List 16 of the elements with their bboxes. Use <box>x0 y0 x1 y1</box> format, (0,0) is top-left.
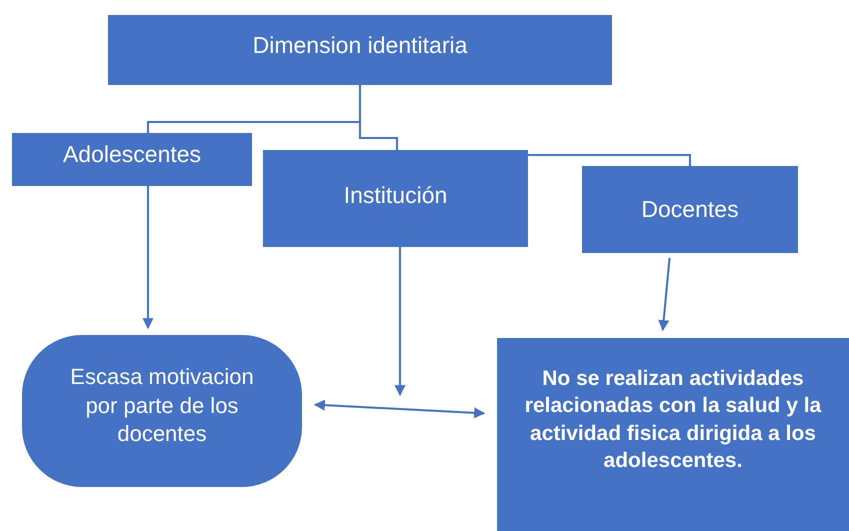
arrow <box>394 247 406 396</box>
connector-line <box>528 154 691 166</box>
process-box <box>582 166 798 253</box>
node-text: No se realizan actividades relacionadas con la salud y la actividad fisica dirigida a los adolescentes. <box>524 366 822 474</box>
arrow <box>658 258 671 332</box>
process-box <box>12 133 252 186</box>
node-text: Dimension identitaria <box>252 31 468 60</box>
node-text: Institución <box>344 180 448 210</box>
node-text: Docentes <box>641 194 739 224</box>
process-box <box>108 15 612 85</box>
process-box <box>263 150 528 247</box>
process-box <box>497 338 849 531</box>
arrow <box>142 186 154 330</box>
arrow <box>314 400 486 418</box>
node-text: Adolescentes <box>62 140 202 169</box>
node-text: Escasa motivacion por parte de los docentes <box>69 363 255 448</box>
